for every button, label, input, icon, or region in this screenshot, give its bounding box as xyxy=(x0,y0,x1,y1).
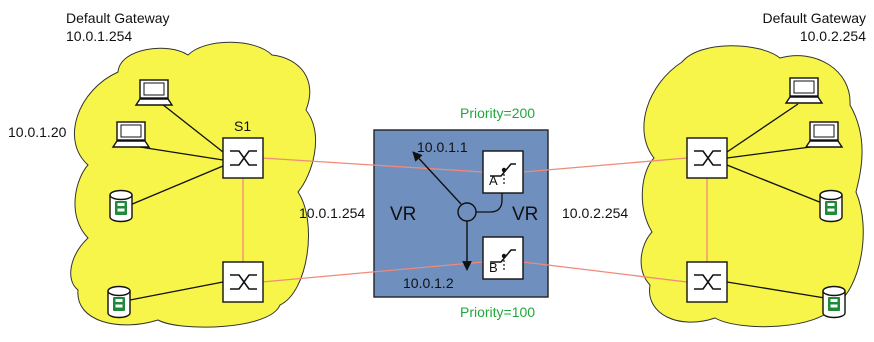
link-left-storage2 xyxy=(129,281,224,301)
link-left-pc1 xyxy=(161,103,224,153)
switch-icon xyxy=(686,261,728,303)
link-right-pc1 xyxy=(726,103,799,153)
computer-icon xyxy=(112,121,150,148)
link-right-pc2 xyxy=(726,145,819,159)
storage-icon xyxy=(822,285,846,319)
link-left-switch2-router-b xyxy=(261,261,484,283)
right-virtual-ip: 10.0.2.254 xyxy=(562,205,628,221)
router-b-ip: 10.0.1.2 xyxy=(403,275,454,291)
left-gateway-ip: 10.0.1.254 xyxy=(66,28,132,44)
left-virtual-ip: 10.0.1.254 xyxy=(299,205,365,221)
virtual-router-logic xyxy=(412,151,503,271)
link-router-a-right-switch xyxy=(522,157,688,173)
link-router-b-right-switch2 xyxy=(522,261,688,283)
computer-icon xyxy=(135,79,173,106)
network-links xyxy=(242,157,708,283)
router-b-priority: Priority=100 xyxy=(460,304,535,320)
host-ip-label: 10.0.1.20 xyxy=(8,124,67,140)
left-gateway-title: Default Gateway xyxy=(66,10,170,26)
link-s1-router-a xyxy=(261,157,484,173)
right-vr-label: VR xyxy=(512,204,538,225)
link-right-storage2 xyxy=(726,281,826,299)
router-a-priority: Priority=200 xyxy=(460,105,535,121)
right-gateway-ip: 10.0.2.254 xyxy=(800,28,866,44)
left-lan-cloud xyxy=(70,41,316,328)
link-left-storage1 xyxy=(129,165,224,206)
switch-s1-label: S1 xyxy=(234,118,251,134)
arrow-to-ip-a xyxy=(412,151,462,205)
storage-icon xyxy=(819,189,843,223)
switch-icon xyxy=(686,137,728,179)
right-gateway-title: Default Gateway xyxy=(763,10,867,26)
computer-icon xyxy=(805,121,843,148)
device-links xyxy=(129,103,826,301)
connector-circle-router-a xyxy=(476,193,503,213)
left-vr-label: VR xyxy=(390,204,416,225)
router-a-letter: A xyxy=(489,173,498,188)
right-lan-cloud xyxy=(640,45,864,328)
link-right-storage1 xyxy=(726,164,823,204)
storage-icon xyxy=(107,285,131,319)
switch-icon xyxy=(222,261,264,303)
link-left-pc2 xyxy=(139,146,224,161)
router-a-ip: 10.0.1.1 xyxy=(417,139,468,155)
computer-icon xyxy=(785,77,823,104)
switch-icon xyxy=(222,137,264,179)
router-b-letter: B xyxy=(489,260,498,275)
storage-icon xyxy=(109,189,133,223)
